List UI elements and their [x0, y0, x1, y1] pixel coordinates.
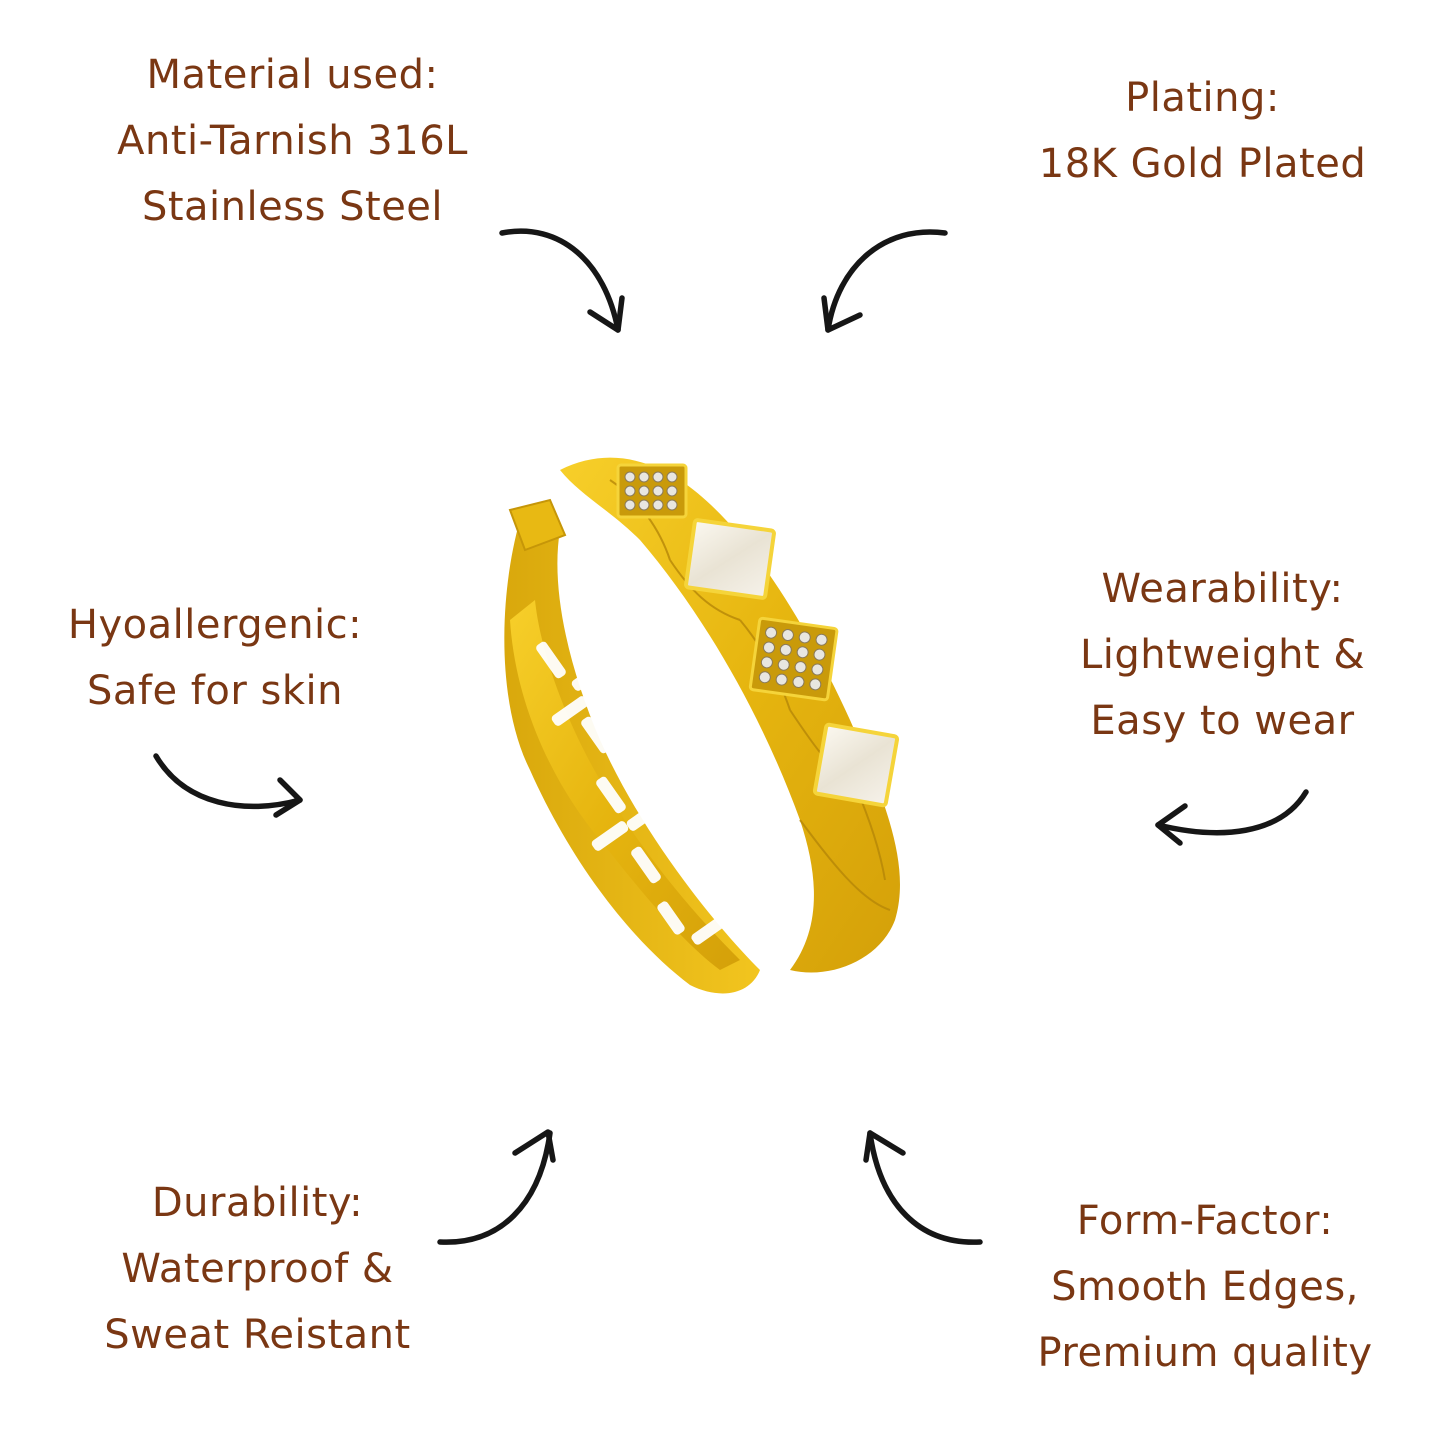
feature-detail: Lightweight & — [1079, 632, 1366, 678]
feature-material: Material used: Anti-Tarnish 316L Stainle… — [40, 42, 545, 240]
feature-form-factor: Form-Factor: Smooth Edges, Premium quali… — [990, 1188, 1420, 1386]
feature-detail: Easy to wear — [1090, 698, 1355, 744]
feature-plating: Plating: 18K Gold Plated — [990, 65, 1415, 197]
feature-detail: Smooth Edges, — [1051, 1264, 1359, 1310]
feature-detail: Stainless Steel — [141, 184, 444, 230]
feature-detail: Waterproof & — [121, 1246, 394, 1292]
feature-title: Plating: — [1125, 75, 1280, 121]
gold-bangle-bracelet-image — [504, 457, 900, 994]
feature-detail: Sweat Reistant — [104, 1312, 411, 1358]
feature-wearability: Wearability: Lightweight & Easy to wear — [1035, 556, 1410, 754]
feature-title: Form-Factor: — [1076, 1198, 1334, 1244]
feature-detail: Safe for skin — [87, 668, 343, 714]
feature-hypoallergenic: Hyoallergenic: Safe for skin — [20, 592, 410, 724]
feature-durability: Durability: Waterproof & Sweat Reistant — [45, 1170, 470, 1368]
feature-detail: Anti-Tarnish 316L — [117, 118, 468, 164]
feature-detail: 18K Gold Plated — [1038, 141, 1367, 187]
feature-title: Material used: — [146, 52, 439, 98]
feature-title: Hyoallergenic: — [67, 602, 363, 648]
feature-title: Wearability: — [1101, 566, 1344, 612]
feature-title: Durability: — [151, 1180, 364, 1226]
feature-detail: Premium quality — [1037, 1330, 1373, 1376]
